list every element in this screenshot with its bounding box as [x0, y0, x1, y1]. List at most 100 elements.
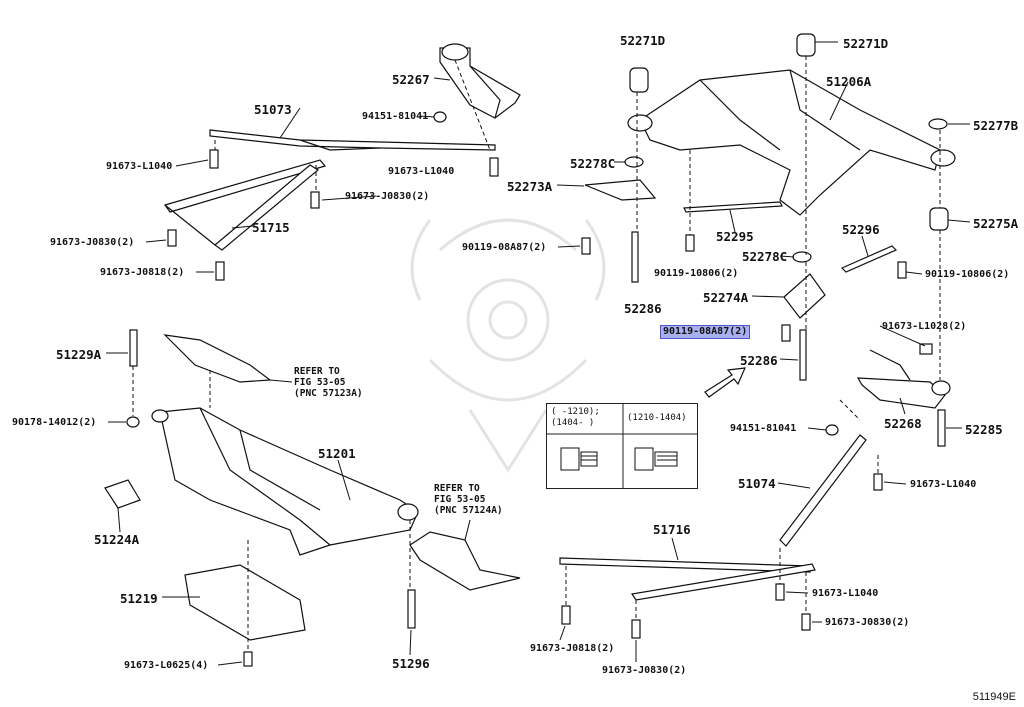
part-label-91673-L1028[interactable]: 91673-L1028(2): [882, 321, 967, 332]
bracket-57124A[interactable]: [409, 531, 521, 591]
bolt-91673-J0830-b[interactable]: [167, 229, 177, 247]
part-label-51073[interactable]: 51073: [254, 102, 292, 117]
bracket-57123A[interactable]: [163, 334, 272, 383]
part-label-91673-L1040-c[interactable]: 91673-L1040: [910, 479, 977, 490]
mount-52271D-b[interactable]: [796, 33, 816, 57]
nut-90178-14012[interactable]: [126, 416, 140, 428]
bolt-91673-L1028[interactable]: [919, 343, 933, 355]
part-label-94151-81041-top[interactable]: 94151-81041: [362, 111, 429, 122]
part-label-90119-10806-a[interactable]: 90119-10806(2): [654, 268, 739, 279]
reference-note-line: FIG 53-05: [434, 494, 486, 505]
nut-94151-81041-top[interactable]: [433, 111, 447, 123]
brace-51716[interactable]: [559, 557, 816, 601]
part-label-52285[interactable]: 52285: [965, 422, 1003, 437]
part-label-91673-L0625[interactable]: 91673-L0625(4): [124, 660, 209, 671]
mount-52271D-a[interactable]: [629, 67, 649, 93]
part-label-90119-08A87-a[interactable]: 90119-08A87(2): [462, 242, 547, 253]
bolt-type-b-icon: [634, 447, 678, 471]
part-label-52274A[interactable]: 52274A: [703, 290, 749, 305]
part-label-51224A[interactable]: 51224A: [94, 532, 140, 547]
bolt-90119-10806-a[interactable]: [685, 234, 695, 252]
bolt-51296[interactable]: [407, 589, 416, 629]
bracket-52268[interactable]: [856, 349, 951, 409]
part-label-90119-08A87-b[interactable]: 90119-08A87(2): [660, 325, 751, 339]
part-label-90119-10806-b[interactable]: 90119-10806(2): [925, 269, 1010, 280]
part-label-91673-J0830-c[interactable]: 91673-J0830(2): [825, 617, 910, 628]
part-label-91673-J0830-a[interactable]: 91673-J0830(2): [345, 191, 430, 202]
part-label-91673-J0830-b[interactable]: 91673-J0830(2): [50, 237, 135, 248]
part-label-52275A[interactable]: 52275A: [973, 216, 1019, 231]
plate-51219[interactable]: [184, 564, 306, 641]
bolt-91673-J0830-c[interactable]: [801, 613, 811, 631]
washer-52278C-a[interactable]: [624, 156, 644, 168]
part-label-51229A[interactable]: 51229A: [56, 347, 102, 362]
part-label-52273A[interactable]: 52273A: [507, 179, 553, 194]
part-label-52271D-a[interactable]: 52271D: [620, 33, 666, 48]
part-label-91673-L1040-d[interactable]: 91673-L1040: [812, 588, 879, 599]
diagram-id: 511949E: [972, 691, 1016, 703]
legend-left-header: ( -1210); (1404- ): [551, 407, 600, 428]
cushion-52277B[interactable]: [928, 118, 948, 130]
stopper-52275A[interactable]: [929, 207, 949, 231]
rod-52295[interactable]: [683, 201, 783, 213]
part-label-94151-81041-b[interactable]: 94151-81041: [730, 423, 797, 434]
bolt-91673-J0830-a[interactable]: [310, 191, 320, 209]
bracket-52274A[interactable]: [783, 273, 826, 319]
rod-52296[interactable]: [840, 245, 898, 273]
part-label-52271D-b[interactable]: 52271D: [843, 36, 889, 51]
part-label-52296[interactable]: 52296: [842, 222, 880, 237]
part-label-51201[interactable]: 51201: [318, 446, 356, 461]
part-label-52267[interactable]: 52267: [392, 72, 430, 87]
bracket-52267[interactable]: [439, 43, 521, 119]
part-label-52295[interactable]: 52295: [716, 229, 754, 244]
version-legend: ( -1210); (1404- ) (1210-1404): [546, 403, 698, 489]
part-label-51074[interactable]: 51074: [738, 476, 776, 491]
washer-52278C-b[interactable]: [792, 251, 812, 263]
bolt-91673-J0830-d[interactable]: [631, 619, 641, 639]
part-label-91673-J0830-d[interactable]: 91673-J0830(2): [602, 665, 687, 676]
legend-grid: [547, 404, 697, 488]
brace-51074[interactable]: [779, 434, 867, 547]
bolt-91673-L1040-c[interactable]: [873, 473, 883, 491]
subframe-51201[interactable]: [151, 407, 419, 556]
part-label-91673-J0818-b[interactable]: 91673-J0818(2): [530, 643, 615, 654]
bolt-91673-J0818-b[interactable]: [561, 605, 571, 625]
part-label-51715[interactable]: 51715: [252, 220, 290, 235]
part-label-51296[interactable]: 51296: [392, 656, 430, 671]
part-label-52278C-a[interactable]: 52278C: [570, 156, 616, 171]
legend-right-header: (1210-1404): [627, 413, 687, 423]
bolt-90119-10806-b[interactable]: [897, 261, 907, 279]
part-label-52278C-b[interactable]: 52278C: [742, 249, 788, 264]
nut-94151-81041-b[interactable]: [825, 424, 839, 436]
part-label-52286-b[interactable]: 52286: [740, 353, 778, 368]
bolt-90119-08A87-a[interactable]: [581, 237, 591, 255]
brace-51073[interactable]: [209, 129, 496, 151]
bolt-91673-L0625[interactable]: [243, 651, 253, 667]
part-label-51219[interactable]: 51219: [120, 591, 158, 606]
part-label-52268[interactable]: 52268: [884, 416, 922, 431]
assembly-guides: [132, 56, 941, 652]
part-label-90178-14012[interactable]: 90178-14012(2): [12, 417, 97, 428]
part-label-91673-J0818-a[interactable]: 91673-J0818(2): [100, 267, 185, 278]
bolt-91673-L1040-a[interactable]: [209, 149, 219, 169]
part-label-91673-L1040-b[interactable]: 91673-L1040: [388, 166, 455, 177]
bolt-52285[interactable]: [937, 409, 946, 447]
part-label-52286-a[interactable]: 52286: [624, 301, 662, 316]
bolt-91673-L1040-d[interactable]: [775, 583, 785, 601]
part-label-51206A[interactable]: 51206A: [826, 74, 872, 89]
bolt-91673-J0818-a[interactable]: [215, 261, 225, 281]
bolt-91673-L1040-b[interactable]: [489, 157, 499, 177]
bracket-52273A[interactable]: [584, 179, 657, 201]
brace-51715[interactable]: [164, 159, 327, 251]
crossmember-51206A[interactable]: [627, 69, 956, 216]
part-label-51716[interactable]: 51716: [653, 522, 691, 537]
bolt-90119-08A87-b[interactable]: [781, 324, 791, 342]
plate-51224A[interactable]: [104, 479, 141, 509]
bolt-51229A[interactable]: [129, 329, 138, 367]
part-label-91673-L1040-a[interactable]: 91673-L1040: [106, 161, 173, 172]
bolt-52286-a[interactable]: [631, 231, 639, 283]
part-label-52277B[interactable]: 52277B: [973, 118, 1019, 133]
bolt-52286-b[interactable]: [799, 329, 807, 381]
